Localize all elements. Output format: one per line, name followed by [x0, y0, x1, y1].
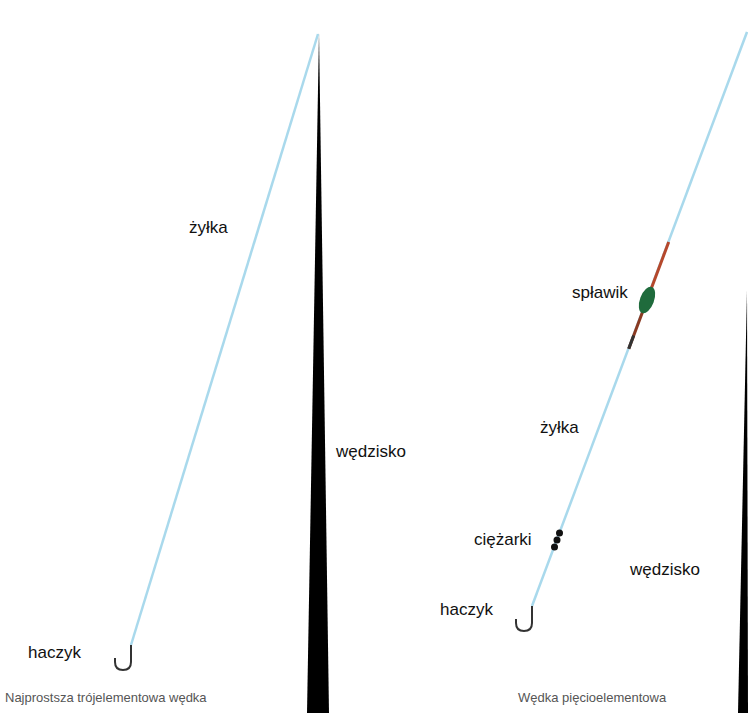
sinkers-label: ciężarki	[474, 530, 532, 550]
rod-blank	[738, 290, 748, 713]
hook	[516, 606, 532, 631]
float	[622, 239, 675, 351]
sinker	[551, 544, 558, 551]
float-body	[636, 284, 659, 315]
hook-label: haczyk	[440, 600, 493, 620]
line-label: żyłka	[540, 418, 579, 438]
caption-text: Wędka pięcioelementowa	[518, 690, 666, 706]
rod-blank	[307, 32, 329, 713]
hook	[115, 645, 131, 670]
float-antenna	[651, 242, 669, 289]
hook-label: haczyk	[28, 643, 81, 663]
float-stem	[629, 336, 634, 349]
float-label: spławik	[572, 283, 628, 303]
caption-text: Najprostsza trójelementowa wędka	[5, 690, 207, 706]
rod-label: wędzisko	[336, 442, 406, 462]
rod-label: wędzisko	[630, 560, 700, 580]
sinker	[554, 537, 561, 544]
fishing-line	[532, 32, 747, 606]
float-stem	[629, 311, 643, 348]
line-label: żyłka	[189, 218, 228, 238]
fishing-line	[131, 34, 318, 645]
sinker	[556, 530, 563, 537]
